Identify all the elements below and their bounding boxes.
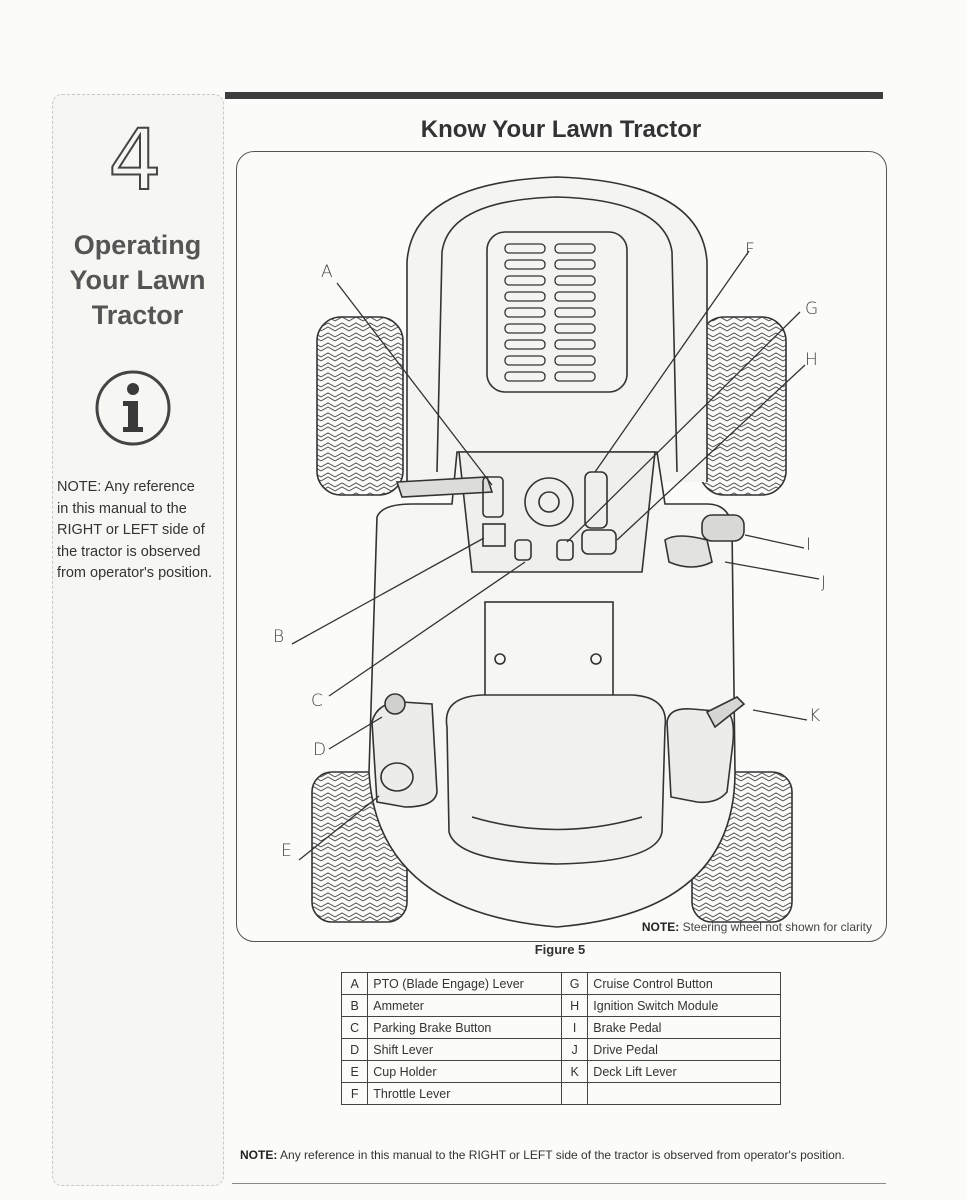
clarity-note: NOTE: Steering wheel not shown for clari… — [634, 920, 872, 934]
callout-label: B — [273, 627, 285, 647]
chapter-title-line: Operating — [73, 230, 202, 260]
drive-pedal — [664, 535, 713, 568]
sidebar-note-line: NOTE: Any reference — [57, 479, 195, 495]
part-key: E — [340, 1060, 369, 1083]
parking-brake-button — [514, 539, 532, 561]
ammeter — [482, 523, 506, 547]
callout-leader-lines — [291, 250, 820, 861]
callout-label: K — [809, 706, 821, 726]
part-key: J — [560, 1038, 589, 1061]
throttle-lever — [584, 471, 608, 529]
cup-holder — [380, 762, 414, 792]
sidebar-note-line: the tractor is observed — [57, 543, 201, 560]
chapter-title-line: Tractor — [91, 300, 184, 330]
part-key: B — [340, 994, 369, 1017]
callout-label: E — [281, 841, 292, 861]
chapter-sidebar — [52, 94, 224, 1186]
part-name: Drive Pedal — [587, 1038, 781, 1061]
brake-pedal — [701, 514, 745, 542]
callout-label: I — [806, 535, 812, 555]
clarity-note-text: Steering wheel not shown for clarity — [679, 920, 872, 934]
part-key: H — [560, 994, 589, 1017]
clarity-note-label: NOTE: — [641, 920, 680, 934]
hood-inner — [436, 196, 678, 473]
part-name: Deck Lift Lever — [587, 1060, 781, 1083]
chapter-title: Operating Your Lawn Tractor — [55, 228, 220, 333]
part-name: Throttle Lever — [367, 1082, 562, 1105]
bottom-note: NOTE: Any reference in this manual to th… — [240, 1148, 880, 1162]
sidebar-note-line: in this manual to the — [57, 500, 187, 517]
part-key: I — [560, 1016, 589, 1039]
grille-vents — [504, 243, 596, 382]
part-name: Shift Lever — [367, 1038, 562, 1061]
chapter-title-line: Your Lawn — [69, 265, 206, 295]
part-key: G — [560, 972, 589, 995]
part-key: K — [560, 1060, 589, 1083]
seat — [445, 694, 667, 865]
section-title: Know Your Lawn Tractor — [420, 116, 702, 143]
part-name: Ignition Switch Module — [587, 994, 781, 1017]
pto-lever — [395, 476, 494, 498]
part-name: PTO (Blade Engage) Lever — [367, 972, 562, 995]
hood — [406, 176, 708, 482]
dash-panel — [458, 451, 656, 573]
bottom-rule — [232, 1183, 886, 1184]
part-key: D — [340, 1038, 369, 1061]
bottom-note-text: Any reference in this manual to the RIGH… — [277, 1148, 845, 1162]
part-key: C — [340, 1016, 369, 1039]
callout-label: D — [313, 740, 327, 760]
right-console — [666, 707, 735, 804]
info-icon — [95, 370, 171, 446]
front-right-wheel — [699, 316, 787, 496]
part-name — [587, 1082, 781, 1105]
part-name: Brake Pedal — [587, 1016, 781, 1039]
callout-label: F — [745, 240, 755, 260]
figure-caption: Figure 5 — [534, 942, 586, 957]
tractor-figure — [236, 151, 887, 942]
part-key — [560, 1082, 589, 1105]
hood-grille — [486, 231, 628, 393]
callout-label: G — [805, 299, 819, 319]
callout-label: H — [805, 350, 818, 370]
part-name: Cup Holder — [367, 1060, 562, 1083]
front-left-wheel — [316, 316, 404, 496]
ignition-module — [581, 529, 617, 555]
part-name: Parking Brake Button — [367, 1016, 562, 1039]
callout-label: C — [311, 691, 323, 711]
deck-lift-lever — [705, 696, 746, 729]
part-name: Ammeter — [367, 994, 562, 1017]
shift-lever-knob — [384, 693, 406, 715]
callout-label: A — [321, 262, 333, 282]
bottom-note-label: NOTE: — [240, 1148, 278, 1162]
sidebar-note: NOTE: Any reference in this manual to th… — [57, 477, 217, 585]
sidebar-note-line: RIGHT or LEFT side of — [57, 522, 205, 538]
callout-label: J — [821, 573, 827, 593]
sidebar-note-line: from operator's position. — [57, 565, 213, 581]
chapter-number: 4 — [107, 111, 162, 209]
tractor-illustration — [291, 176, 820, 928]
steering-column — [524, 477, 574, 527]
part-key: A — [340, 972, 369, 995]
part-name: Cruise Control Button — [587, 972, 781, 995]
top-rule — [225, 92, 883, 99]
left-console — [371, 701, 438, 808]
part-key: F — [340, 1082, 369, 1105]
